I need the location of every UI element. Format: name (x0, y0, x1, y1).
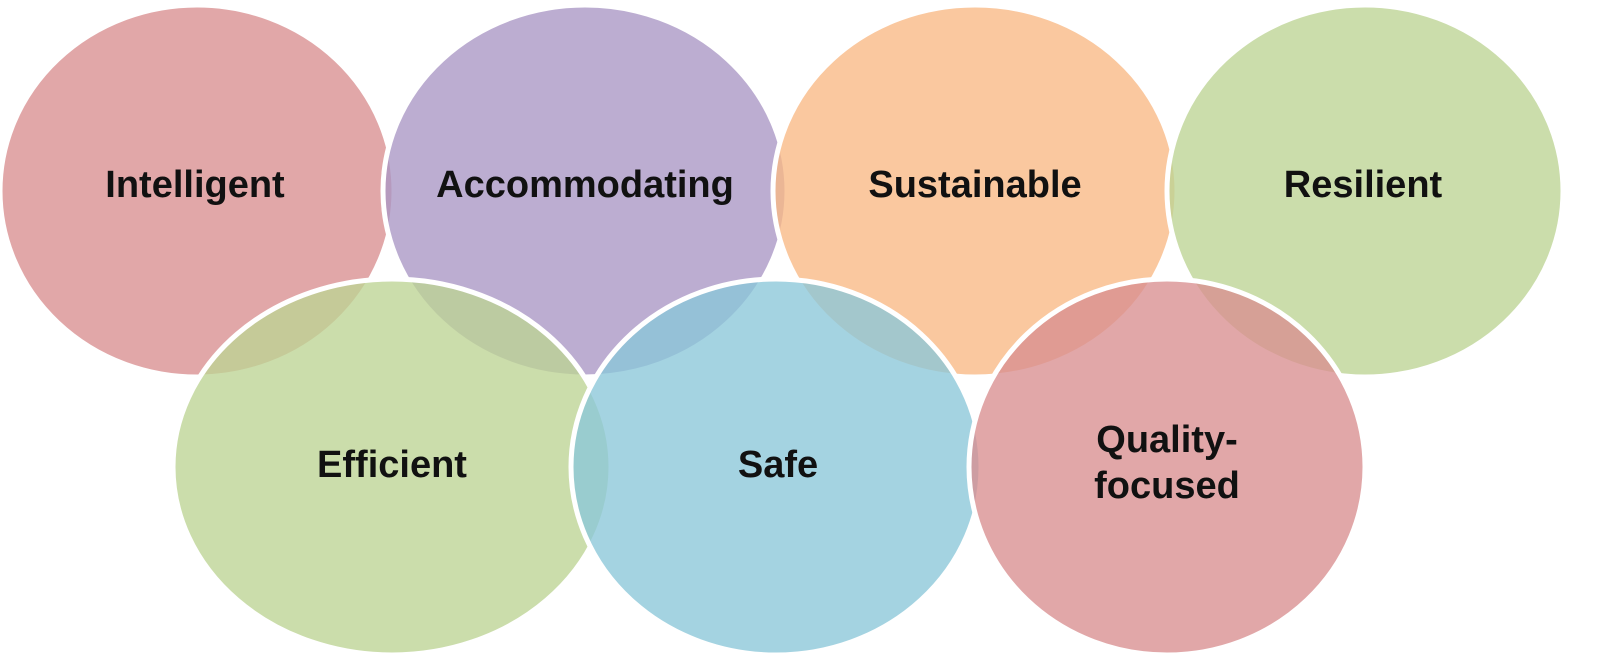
label-sustainable: Sustainable (868, 164, 1081, 206)
circle-resilient (1164, 2, 1566, 380)
circle-quality-focused (966, 276, 1368, 658)
label-line-quality-focused-0: Quality- (1096, 419, 1237, 461)
label-line-quality-focused-1: focused (1094, 465, 1240, 507)
label-efficient: Efficient (317, 444, 467, 486)
label-line-efficient-0: Efficient (317, 444, 467, 486)
label-resilient: Resilient (1284, 164, 1443, 206)
label-line-accommodating-0: Accommodating (436, 164, 734, 206)
label-line-intelligent-0: Intelligent (105, 164, 285, 206)
label-line-safe-0: Safe (738, 444, 818, 486)
label-quality-focused: Quality-focused (1094, 419, 1240, 507)
label-safe: Safe (738, 444, 818, 486)
label-line-resilient-0: Resilient (1284, 164, 1443, 206)
label-accommodating: Accommodating (436, 164, 734, 206)
circles-layer (0, 2, 1566, 658)
label-line-sustainable-0: Sustainable (868, 164, 1081, 206)
label-intelligent: Intelligent (105, 164, 285, 206)
labels-layer: Intelligent Accommodating Sustainable Resil… (105, 164, 1442, 507)
